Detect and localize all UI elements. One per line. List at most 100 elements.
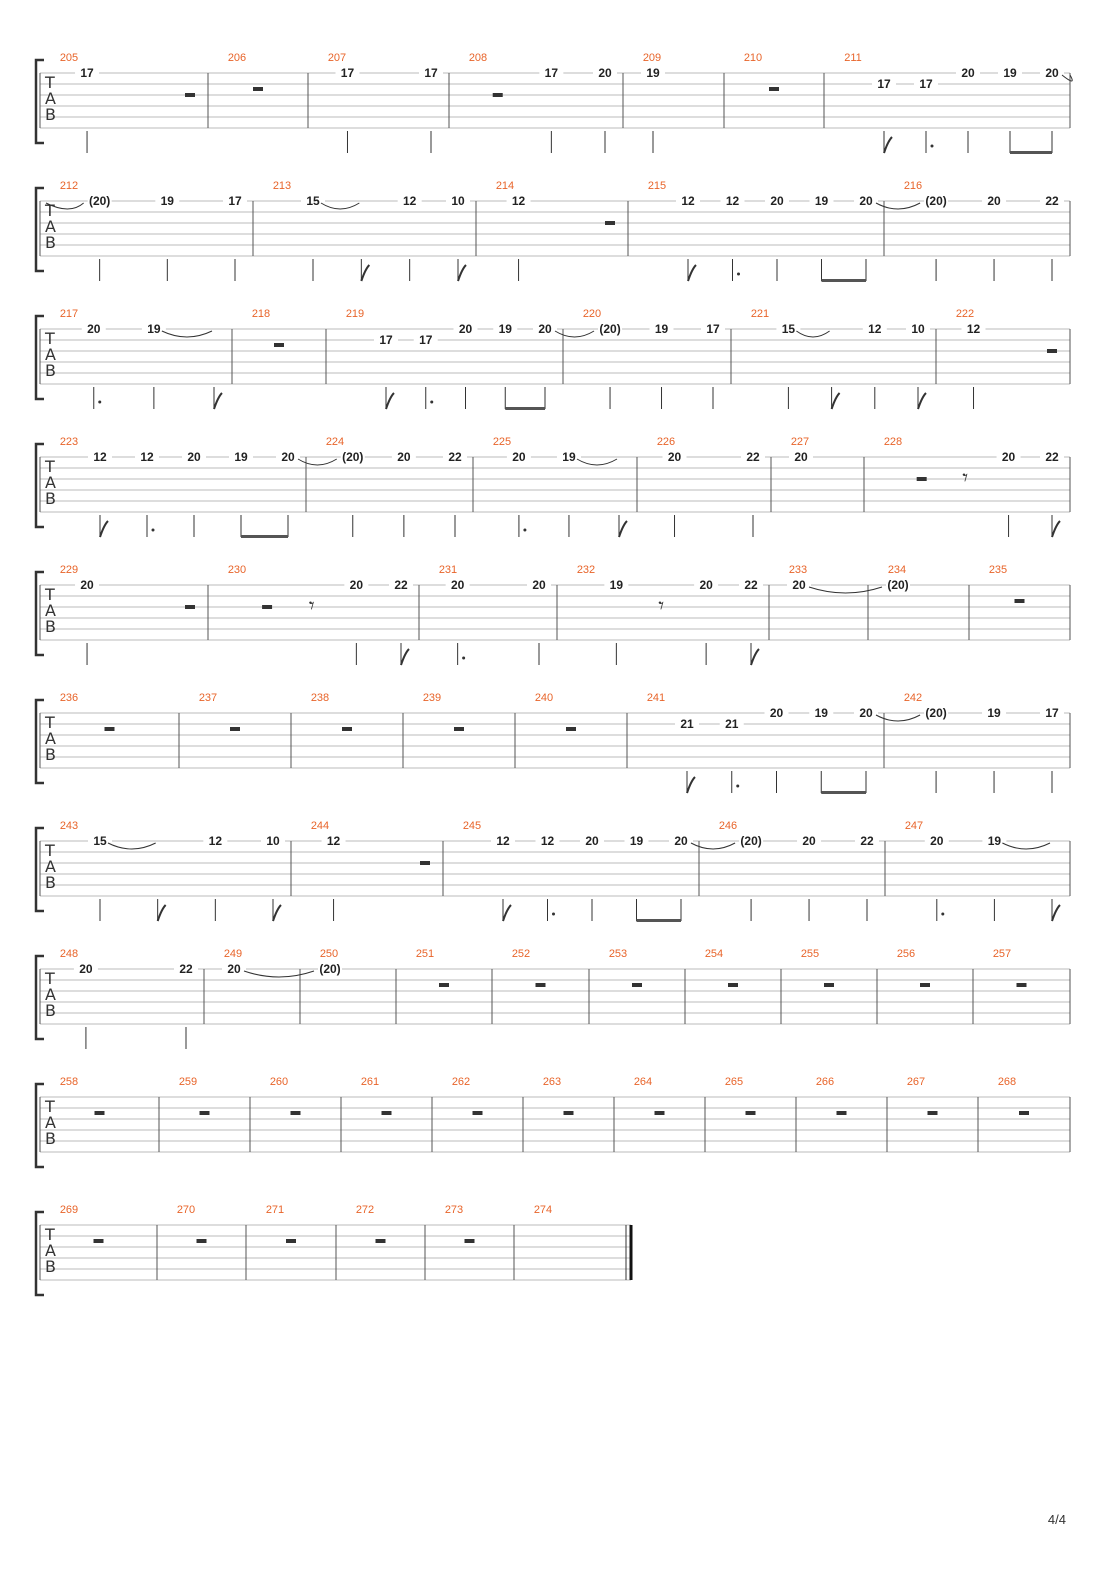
note-flag — [272, 904, 282, 922]
half-rest — [420, 861, 430, 865]
whole-rest — [472, 1111, 483, 1115]
tab-clef-a: A — [45, 1241, 56, 1260]
note-flag — [1051, 520, 1061, 538]
fret-background — [872, 77, 896, 90]
tab-clef-b: B — [45, 873, 56, 892]
measure-number: 224 — [326, 436, 344, 448]
measure-number: 231 — [439, 564, 457, 576]
note-flag — [687, 264, 697, 282]
tie — [243, 970, 315, 978]
fret-background — [787, 578, 811, 591]
fret-number: 17 — [228, 194, 242, 208]
fret-number: 17 — [80, 66, 94, 80]
duration-dot — [552, 912, 555, 916]
fret-background — [914, 77, 938, 90]
fret-background — [182, 450, 206, 463]
tab-clef-a: A — [45, 857, 56, 876]
measure-number: 217 — [60, 308, 78, 320]
measure-number: 206 — [228, 52, 246, 64]
fret-background — [662, 450, 687, 463]
whole-rest — [375, 1239, 386, 1243]
fret-background — [223, 194, 247, 207]
measure-number: 209 — [643, 52, 661, 64]
measure-number: 220 — [583, 308, 601, 320]
fret-number: 19 — [610, 578, 624, 592]
fret-background — [598, 322, 623, 335]
measure-number: 228 — [884, 436, 902, 448]
fret-background — [886, 578, 910, 591]
measure-number: 274 — [534, 1204, 552, 1216]
whole-rest — [1014, 599, 1025, 603]
measure-number: 242 — [904, 692, 922, 704]
fret-background — [854, 706, 878, 719]
whole-rest — [199, 1111, 210, 1115]
fret-number: 20 — [512, 450, 526, 464]
measure-number: 211 — [844, 52, 862, 64]
fret-number: 20 — [674, 834, 688, 848]
fret-number: 21 — [725, 717, 739, 731]
fret-background — [535, 834, 560, 847]
tab-clef-b: B — [45, 233, 56, 252]
tab-clef-b: B — [45, 745, 56, 764]
fret-background — [391, 450, 416, 463]
fret-number: 12 — [209, 834, 223, 848]
whole-rest — [439, 983, 449, 987]
fret-number: 19 — [630, 834, 644, 848]
note-beam — [505, 407, 545, 410]
fret-background — [301, 194, 325, 207]
fret-number: 20 — [538, 322, 552, 336]
fret-background — [419, 66, 443, 79]
tab-clef-b: B — [45, 617, 56, 636]
measure-number: 241 — [647, 692, 665, 704]
measure-number: 226 — [657, 436, 675, 448]
fret-number: 19 — [147, 322, 161, 336]
whole-rest — [836, 1111, 847, 1115]
fret-number: 19 — [499, 322, 513, 336]
note-flag — [917, 392, 927, 410]
fret-number: 12 — [496, 834, 510, 848]
measure-number: 240 — [535, 692, 553, 704]
fret-number: 22 — [744, 578, 758, 592]
fret-number: 19 — [815, 706, 829, 720]
note-flag — [502, 904, 512, 922]
tab-clef-t: T — [44, 1225, 55, 1244]
fret-number: 20 — [87, 322, 101, 336]
tab-clef-b: B — [45, 105, 56, 124]
measure-number: 219 — [346, 308, 364, 320]
note-flag — [750, 648, 760, 666]
fret-number: 20 — [80, 578, 94, 592]
fret-background — [1040, 450, 1064, 463]
tie — [1002, 842, 1051, 850]
measure-number: 212 — [60, 180, 78, 192]
fret-background — [809, 194, 834, 207]
fret-background — [854, 194, 878, 207]
fret-background — [443, 450, 467, 463]
measure-number: 230 — [228, 564, 246, 576]
fret-background — [446, 194, 470, 207]
fret-number: 20 — [859, 194, 873, 208]
fret-number: 17 — [424, 66, 438, 80]
fret-background — [81, 322, 106, 335]
measure-number: 258 — [60, 1076, 78, 1088]
whole-rest — [632, 983, 642, 987]
tie — [796, 330, 830, 338]
whole-rest — [566, 727, 576, 731]
tie — [875, 714, 921, 722]
duration-dot — [151, 528, 155, 532]
fret-number: 17 — [877, 77, 891, 91]
tab-clef-b: B — [45, 1001, 56, 1020]
measure-number: 216 — [904, 180, 922, 192]
fret-number: 12 — [681, 194, 695, 208]
duration-dot — [462, 656, 466, 660]
fret-number: 20 — [770, 706, 784, 720]
fret-background — [73, 962, 98, 975]
tab-clef-t: T — [44, 329, 55, 348]
fret-background — [982, 194, 1007, 207]
fret-background — [924, 706, 949, 719]
fret-background — [445, 578, 470, 591]
fret-number: 20 — [1045, 66, 1059, 80]
measure-number: 225 — [493, 436, 511, 448]
fret-background — [982, 834, 1007, 847]
fret-number: 19 — [988, 834, 1002, 848]
